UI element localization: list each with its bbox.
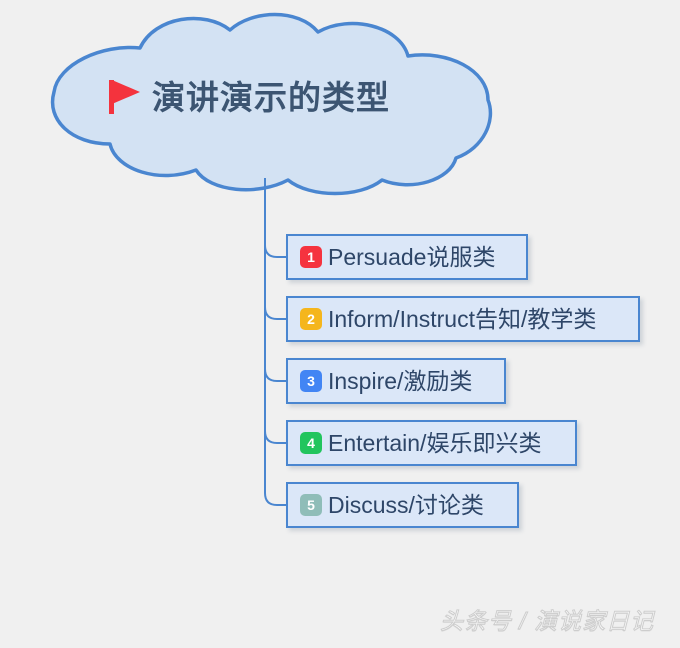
branch-label-1: Persuade说服类 — [328, 243, 496, 270]
badge-3: 3 — [300, 370, 322, 392]
branch-node-3[interactable]: 3 Inspire/激励类 — [286, 358, 506, 404]
branch-node-5[interactable]: 5 Discuss/讨论类 — [286, 482, 519, 528]
badge-1: 1 — [300, 246, 322, 268]
branch-label-5: Discuss/讨论类 — [328, 491, 484, 518]
branch-node-2[interactable]: 2 Inform/Instruct告知/教学类 — [286, 296, 640, 342]
branch-label-4: Entertain/娱乐即兴类 — [328, 429, 542, 456]
watermark: 头条号 / 演说家日记 — [439, 608, 655, 635]
branch-label-3: Inspire/激励类 — [328, 367, 473, 394]
badge-4: 4 — [300, 432, 322, 454]
badge-2: 2 — [300, 308, 322, 330]
badge-5: 5 — [300, 494, 322, 516]
branch-label-2: Inform/Instruct告知/教学类 — [328, 305, 597, 332]
root-cloud-shape[interactable] — [20, 8, 520, 198]
branch-node-4[interactable]: 4 Entertain/娱乐即兴类 — [286, 420, 577, 466]
branch-node-1[interactable]: 1 Persuade说服类 — [286, 234, 528, 280]
